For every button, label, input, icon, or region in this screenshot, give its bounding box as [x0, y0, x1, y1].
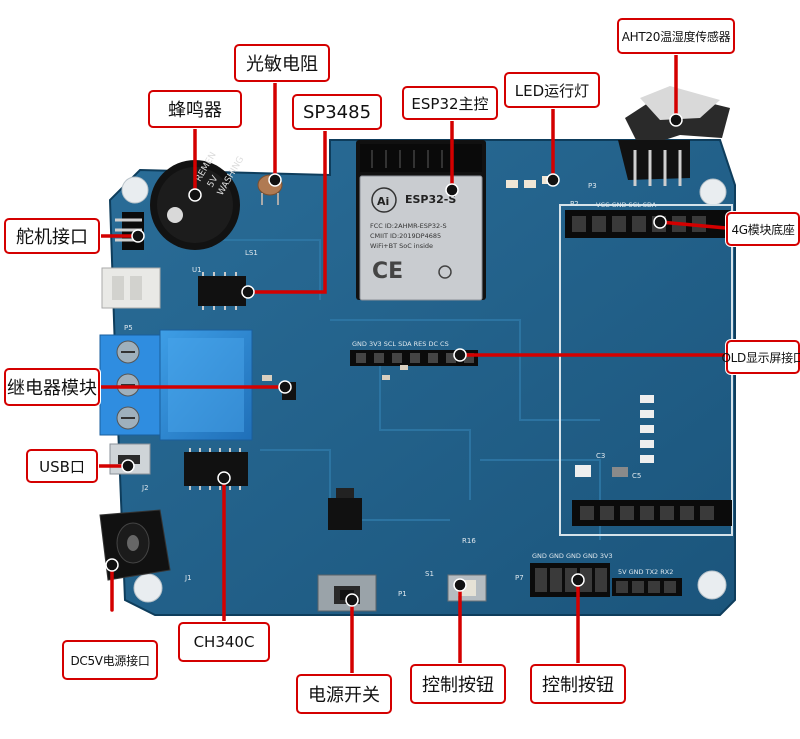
label-sp3485: SP3485 — [292, 94, 382, 130]
silk-ls1: LS1 — [245, 249, 258, 257]
silk-j1: J1 — [184, 574, 192, 582]
label-esp32: ESP32主控 — [402, 86, 498, 120]
silk-s1: S1 — [425, 570, 434, 578]
silk-p7: P7 — [515, 574, 524, 582]
svg-text:CE: CE — [372, 259, 403, 284]
label-oled-interface: OLD显示屏接口 — [722, 340, 800, 374]
silk-j2: J2 — [141, 484, 149, 492]
silk-r16: R16 — [462, 537, 476, 545]
silk-oled-pins: GND 3V3 SCL SDA RES DC CS — [352, 340, 449, 348]
label-servo-interface: 舵机接口 — [4, 218, 100, 254]
voltage-regulator — [328, 488, 362, 530]
small-components — [262, 365, 654, 477]
silk-p3: P3 — [588, 182, 597, 190]
silk-c5: C5 — [632, 472, 641, 480]
pcb-board — [108, 139, 736, 616]
silk-gnd-row: GND GND GND GND 3V3 — [532, 552, 613, 560]
label-led: LED运行灯 — [504, 72, 600, 108]
label-dc5v-interface: DC5V电源接口 — [62, 640, 158, 680]
pointer-dots — [105, 113, 683, 607]
label-ch340c: CH340C — [178, 622, 270, 662]
jst-connector — [101, 267, 161, 309]
silk-p5: P5 — [124, 324, 133, 332]
chip-model: ESP32-S — [405, 193, 456, 206]
silk-p1: P1 — [398, 590, 407, 598]
silk-tx-row: 5V GND TX2 RX2 — [618, 568, 673, 576]
label-4g-socket: 4G模块底座 — [726, 212, 800, 246]
oled-header — [350, 350, 478, 366]
silk-vcc-row: VCC GND SCL SDA — [596, 201, 657, 209]
sp3485-chip — [198, 272, 246, 310]
label-aht20: AHT20温湿度传感器 — [617, 18, 735, 54]
label-power-switch: 电源开关 — [296, 674, 392, 714]
push-button-component — [447, 574, 487, 602]
chip-wifi: WiFi+BT SoC inside — [370, 242, 433, 250]
label-control-button-1: 控制按钮 — [410, 664, 506, 704]
label-buzzer: 蜂鸣器 — [148, 90, 242, 128]
label-photoresistor: 光敏电阻 — [234, 44, 330, 82]
ch340c-chip — [184, 448, 248, 490]
control-header — [530, 563, 682, 597]
silk-u1: U1 — [192, 266, 202, 274]
chip-fcc: FCC ID:2AHMR-ESP32-S — [370, 222, 447, 230]
silk-c3: C3 — [596, 452, 605, 460]
4g-header-bottom — [572, 500, 732, 526]
chip-brand: Ai — [377, 195, 389, 208]
silk-p2: P2 — [570, 200, 579, 208]
power-switch-component — [317, 574, 377, 612]
mounting-holes — [121, 176, 727, 603]
label-control-button-2: 控制按钮 — [530, 664, 626, 704]
label-usb-port: USB口 — [26, 449, 98, 483]
chip-cmiit: CMIIT ID:2019DP4685 — [370, 232, 441, 240]
label-relay-module: 继电器模块 — [4, 368, 100, 406]
4g-header-top — [565, 210, 730, 238]
pointer-lines — [96, 52, 729, 677]
esp32-chip: Ai ESP32-S FCC ID:2AHMR-ESP32-S CMIIT ID… — [356, 140, 486, 301]
relay-module — [99, 329, 253, 441]
